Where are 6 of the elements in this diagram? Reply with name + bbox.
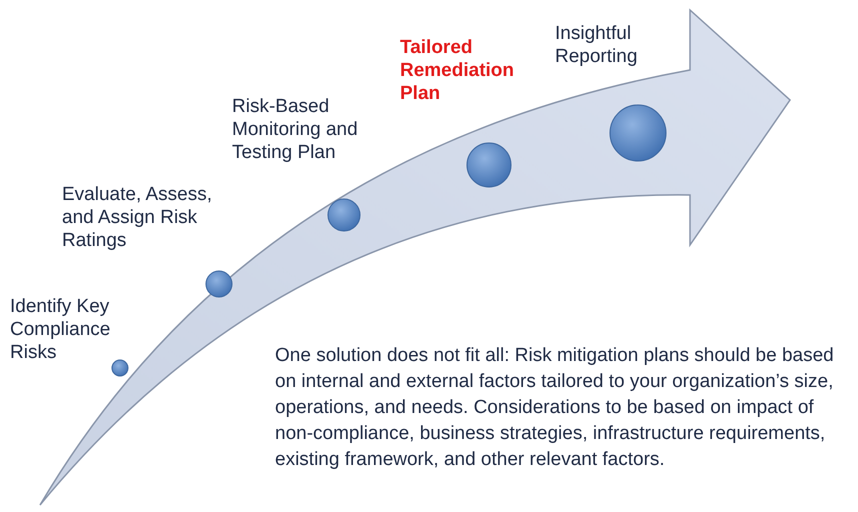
step-label: Tailored Remediation Plan — [400, 36, 516, 105]
note-paragraph: One solution does not fit all: Risk mitigation plans should be based on internal and external factors tailored to your organization’s size, operations, and needs. Considerations to be based on impact of non-compliance, business strategies, infrastructure requirements, existing framework, and other relevant factors. — [275, 344, 835, 472]
step-label: Identify Key Compliance Risks — [10, 295, 112, 364]
step-label: Risk-Based Monitoring and Testing Plan — [232, 95, 359, 164]
step-label: Insightful Reporting — [555, 22, 638, 68]
step-label: Evaluate, Assess, and Assign Risk Ratings — [62, 183, 213, 252]
